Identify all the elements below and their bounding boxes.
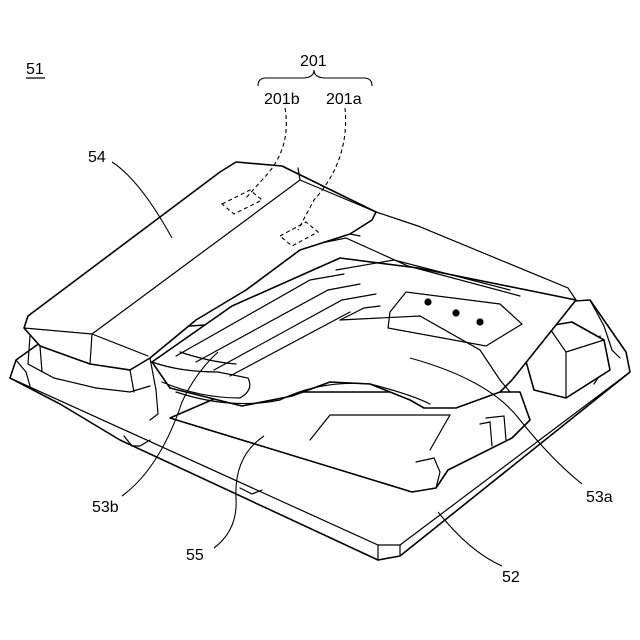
label-51: 51 (26, 61, 44, 78)
label-201: 201 (300, 53, 327, 70)
label-201a: 201a (326, 91, 362, 108)
label-52: 52 (502, 569, 520, 586)
label-55: 55 (186, 547, 204, 564)
label-54: 54 (88, 149, 106, 166)
label-53b: 53b (92, 499, 119, 516)
label-201b: 201b (264, 91, 300, 108)
label-53a: 53a (586, 489, 613, 506)
